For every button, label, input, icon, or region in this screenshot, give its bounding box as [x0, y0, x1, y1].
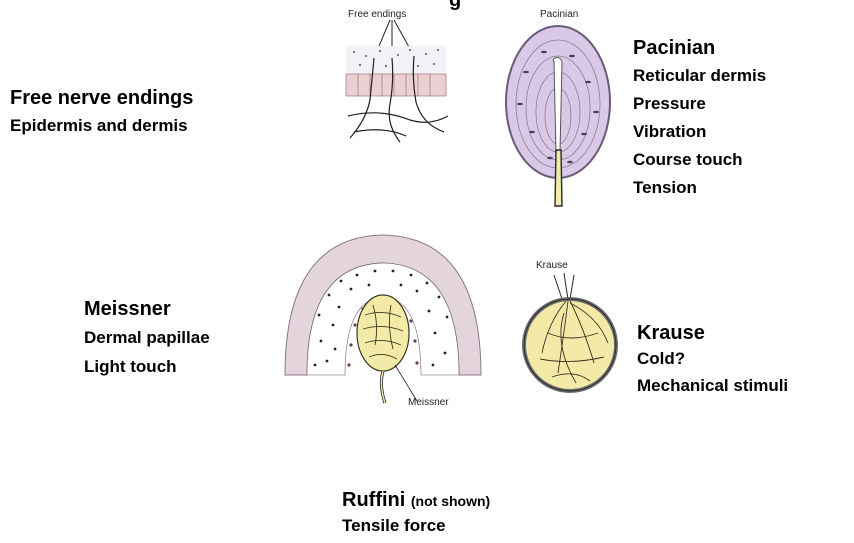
- krause-line-1: Mechanical stimuli: [637, 374, 788, 397]
- pacinian-line-4: Tension: [633, 176, 766, 199]
- ruffini-line-0: Tensile force: [342, 514, 490, 537]
- krause-heading: Krause: [637, 321, 788, 345]
- pacinian-line-0: Reticular dermis: [633, 64, 766, 87]
- meissner-text-block: Meissner Dermal papillae Light touch: [84, 297, 210, 378]
- krause-text-block: Krause Cold? Mechanical stimuli: [637, 321, 788, 397]
- krause-line-0: Cold?: [637, 347, 788, 370]
- free-endings-line-0: Epidermis and dermis: [10, 114, 193, 137]
- pacinian-corpuscle-illustration: [500, 22, 620, 207]
- pacinian-heading: Pacinian: [633, 36, 766, 60]
- meissner-line-0: Dermal papillae: [84, 326, 210, 349]
- meissner-line-1: Light touch: [84, 355, 210, 378]
- free-endings-heading: Free nerve endings: [10, 86, 193, 110]
- ruffini-text-block: Ruffini (not shown) Tensile force: [342, 488, 490, 537]
- krause-figure-label: Krause: [536, 260, 568, 271]
- free-endings-illustration: [340, 20, 452, 150]
- meissner-heading: Meissner: [84, 297, 210, 321]
- meissner-corpuscle-illustration: [283, 225, 483, 405]
- free-endings-text-block: Free nerve endings Epidermis and dermis: [10, 86, 193, 137]
- ruffini-note: (not shown): [411, 493, 490, 509]
- pacinian-line-3: Course touch: [633, 148, 766, 171]
- pacinian-line-1: Pressure: [633, 92, 766, 115]
- ruffini-heading-row: Ruffini (not shown): [342, 488, 490, 513]
- meissner-figure-label: Meissner: [408, 397, 449, 408]
- title-fragment: g: [449, 0, 461, 12]
- pacinian-line-2: Vibration: [633, 120, 766, 143]
- pacinian-figure-label: Pacinian: [540, 9, 578, 20]
- ruffini-heading: Ruffini: [342, 489, 405, 511]
- krause-bulb-illustration: [518, 273, 628, 398]
- pacinian-text-block: Pacinian Reticular dermis Pressure Vibra…: [633, 36, 766, 199]
- free-endings-figure-label: Free endings: [348, 9, 406, 20]
